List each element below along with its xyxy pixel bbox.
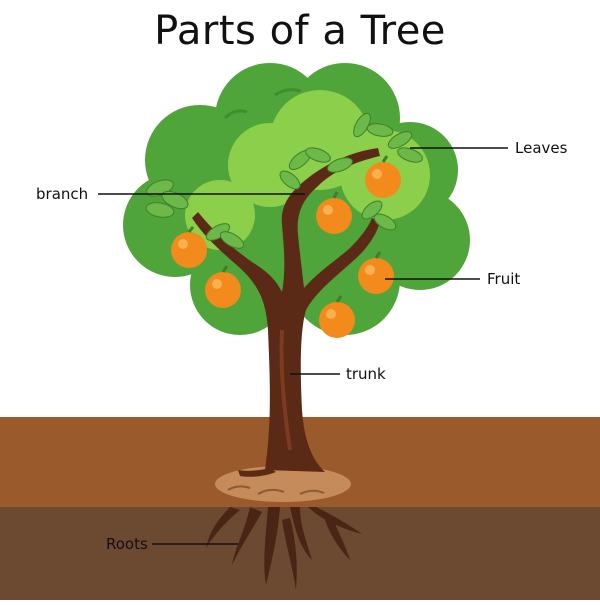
orange-icon-group xyxy=(171,155,401,338)
orange-icon xyxy=(358,251,394,294)
orange-icon xyxy=(171,226,207,268)
roots-shape xyxy=(206,507,362,590)
orange-icon xyxy=(319,295,355,338)
fruit-label: Fruit xyxy=(487,270,521,288)
page-title: Parts of a Tree xyxy=(154,8,446,54)
orange-icon xyxy=(365,155,401,198)
orange-icon xyxy=(316,191,352,234)
leader-lines xyxy=(98,147,508,545)
soil-mound xyxy=(215,466,351,502)
orange-icon xyxy=(205,265,241,308)
branch-label: branch xyxy=(36,185,89,203)
leaves-label: Leaves xyxy=(515,139,568,157)
trunk-highlight xyxy=(279,329,292,451)
mound-texture xyxy=(227,485,325,495)
trunk-shape xyxy=(192,148,380,477)
roots-label: Roots xyxy=(106,535,148,553)
leaf-icon-group xyxy=(145,112,423,249)
trunk-label: trunk xyxy=(346,365,386,383)
